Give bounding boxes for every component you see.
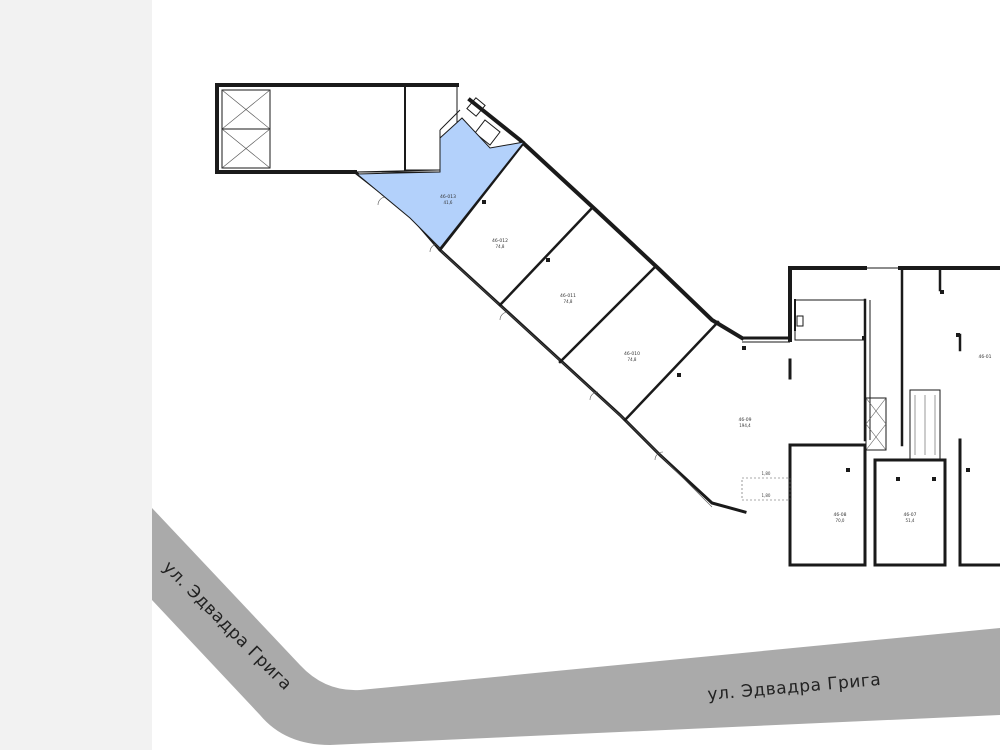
- unit-46-013[interactable]: [355, 117, 526, 249]
- svg-text:194,4: 194,4: [739, 423, 751, 428]
- svg-text:41,6: 41,6: [444, 200, 453, 205]
- svg-text:74,8: 74,8: [496, 244, 505, 249]
- svg-text:46-08: 46-08: [833, 512, 846, 518]
- label-46-010: 46-010 74,8: [624, 351, 640, 362]
- svg-text:46-01: 46-01: [978, 354, 991, 360]
- label-46-012: 46-012 74,8: [492, 238, 508, 249]
- unit-46-08[interactable]: [790, 445, 865, 565]
- label-46-01: 46-01: [978, 354, 991, 360]
- label-46-07: 46-07 51,4: [903, 512, 916, 523]
- svg-text:74,8: 74,8: [628, 357, 637, 362]
- svg-text:1,80: 1,80: [762, 493, 771, 498]
- svg-text:46-09: 46-09: [738, 417, 751, 423]
- svg-text:51,4: 51,4: [906, 518, 915, 523]
- svg-text:70,0: 70,0: [836, 518, 845, 523]
- right-building-walls: 1,80 1,80: [482, 200, 1000, 567]
- svg-text:46-011: 46-011: [560, 293, 576, 299]
- svg-text:1,80: 1,80: [762, 471, 771, 476]
- label-46-013: 46-013 41,6: [440, 194, 456, 205]
- svg-text:46-013: 46-013: [440, 194, 456, 200]
- svg-text:46-010: 46-010: [624, 351, 640, 357]
- svg-text:46-012: 46-012: [492, 238, 508, 244]
- label-46-09: 46-09 194,4: [738, 417, 751, 428]
- label-46-011: 46-011 74,8: [560, 293, 576, 304]
- road: [152, 508, 1000, 745]
- label-46-08: 46-08 70,0: [833, 512, 846, 523]
- svg-text:74,8: 74,8: [564, 299, 573, 304]
- svg-text:46-07: 46-07: [903, 512, 916, 518]
